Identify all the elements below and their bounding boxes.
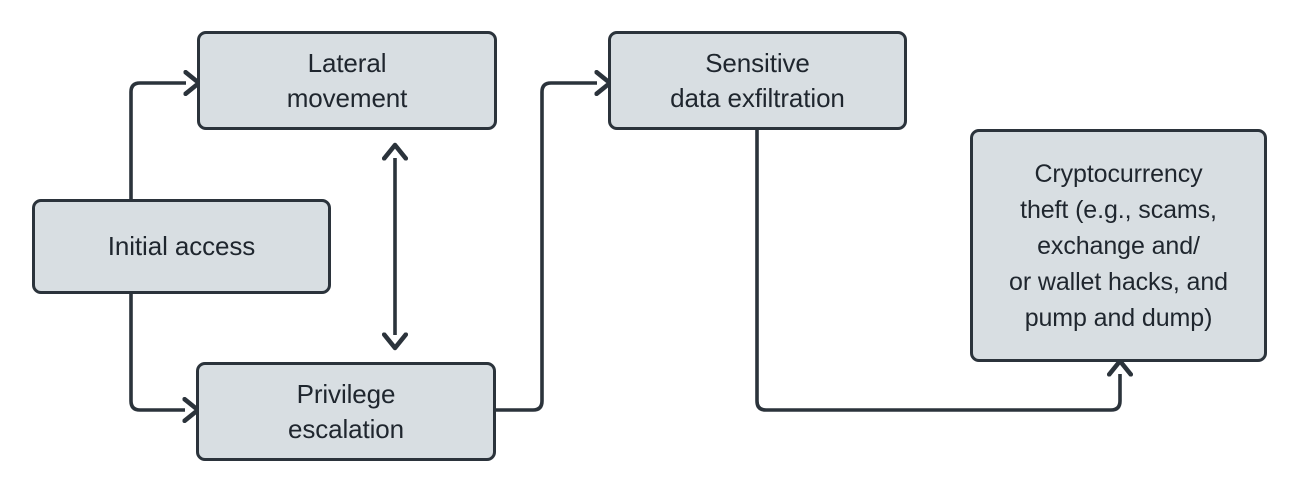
connector-initial-access-to-privilege-escalation [129,294,185,410]
node-cryptocurrency-theft[interactable]: Cryptocurrency theft (e.g., scams, excha… [970,129,1267,362]
node-lateral-movement[interactable]: Lateral movement [197,31,497,130]
node-sensitive-data-exfiltration[interactable]: Sensitive data exfiltration [608,31,907,130]
node-privilege-escalation[interactable]: Privilege escalation [196,362,496,461]
connector-privilege-escalation-to-sensitive-data-exfiltration [496,83,597,412]
node-privilege-escalation-label: Privilege escalation [287,378,405,444]
node-lateral-movement-label: Lateral movement [286,47,408,113]
node-sensitive-data-exfiltration-label: Sensitive data exfiltration [670,47,845,113]
connector-sensitive-data-exfiltration-to-cryptocurrency-theft [755,130,1120,412]
connector-initial-access-to-lateral-movement [129,83,186,199]
node-initial-access[interactable]: Initial access [32,199,331,294]
node-initial-access-label: Initial access [107,231,256,262]
node-cryptocurrency-theft-label: Cryptocurrency theft (e.g., scams, excha… [1009,159,1228,332]
